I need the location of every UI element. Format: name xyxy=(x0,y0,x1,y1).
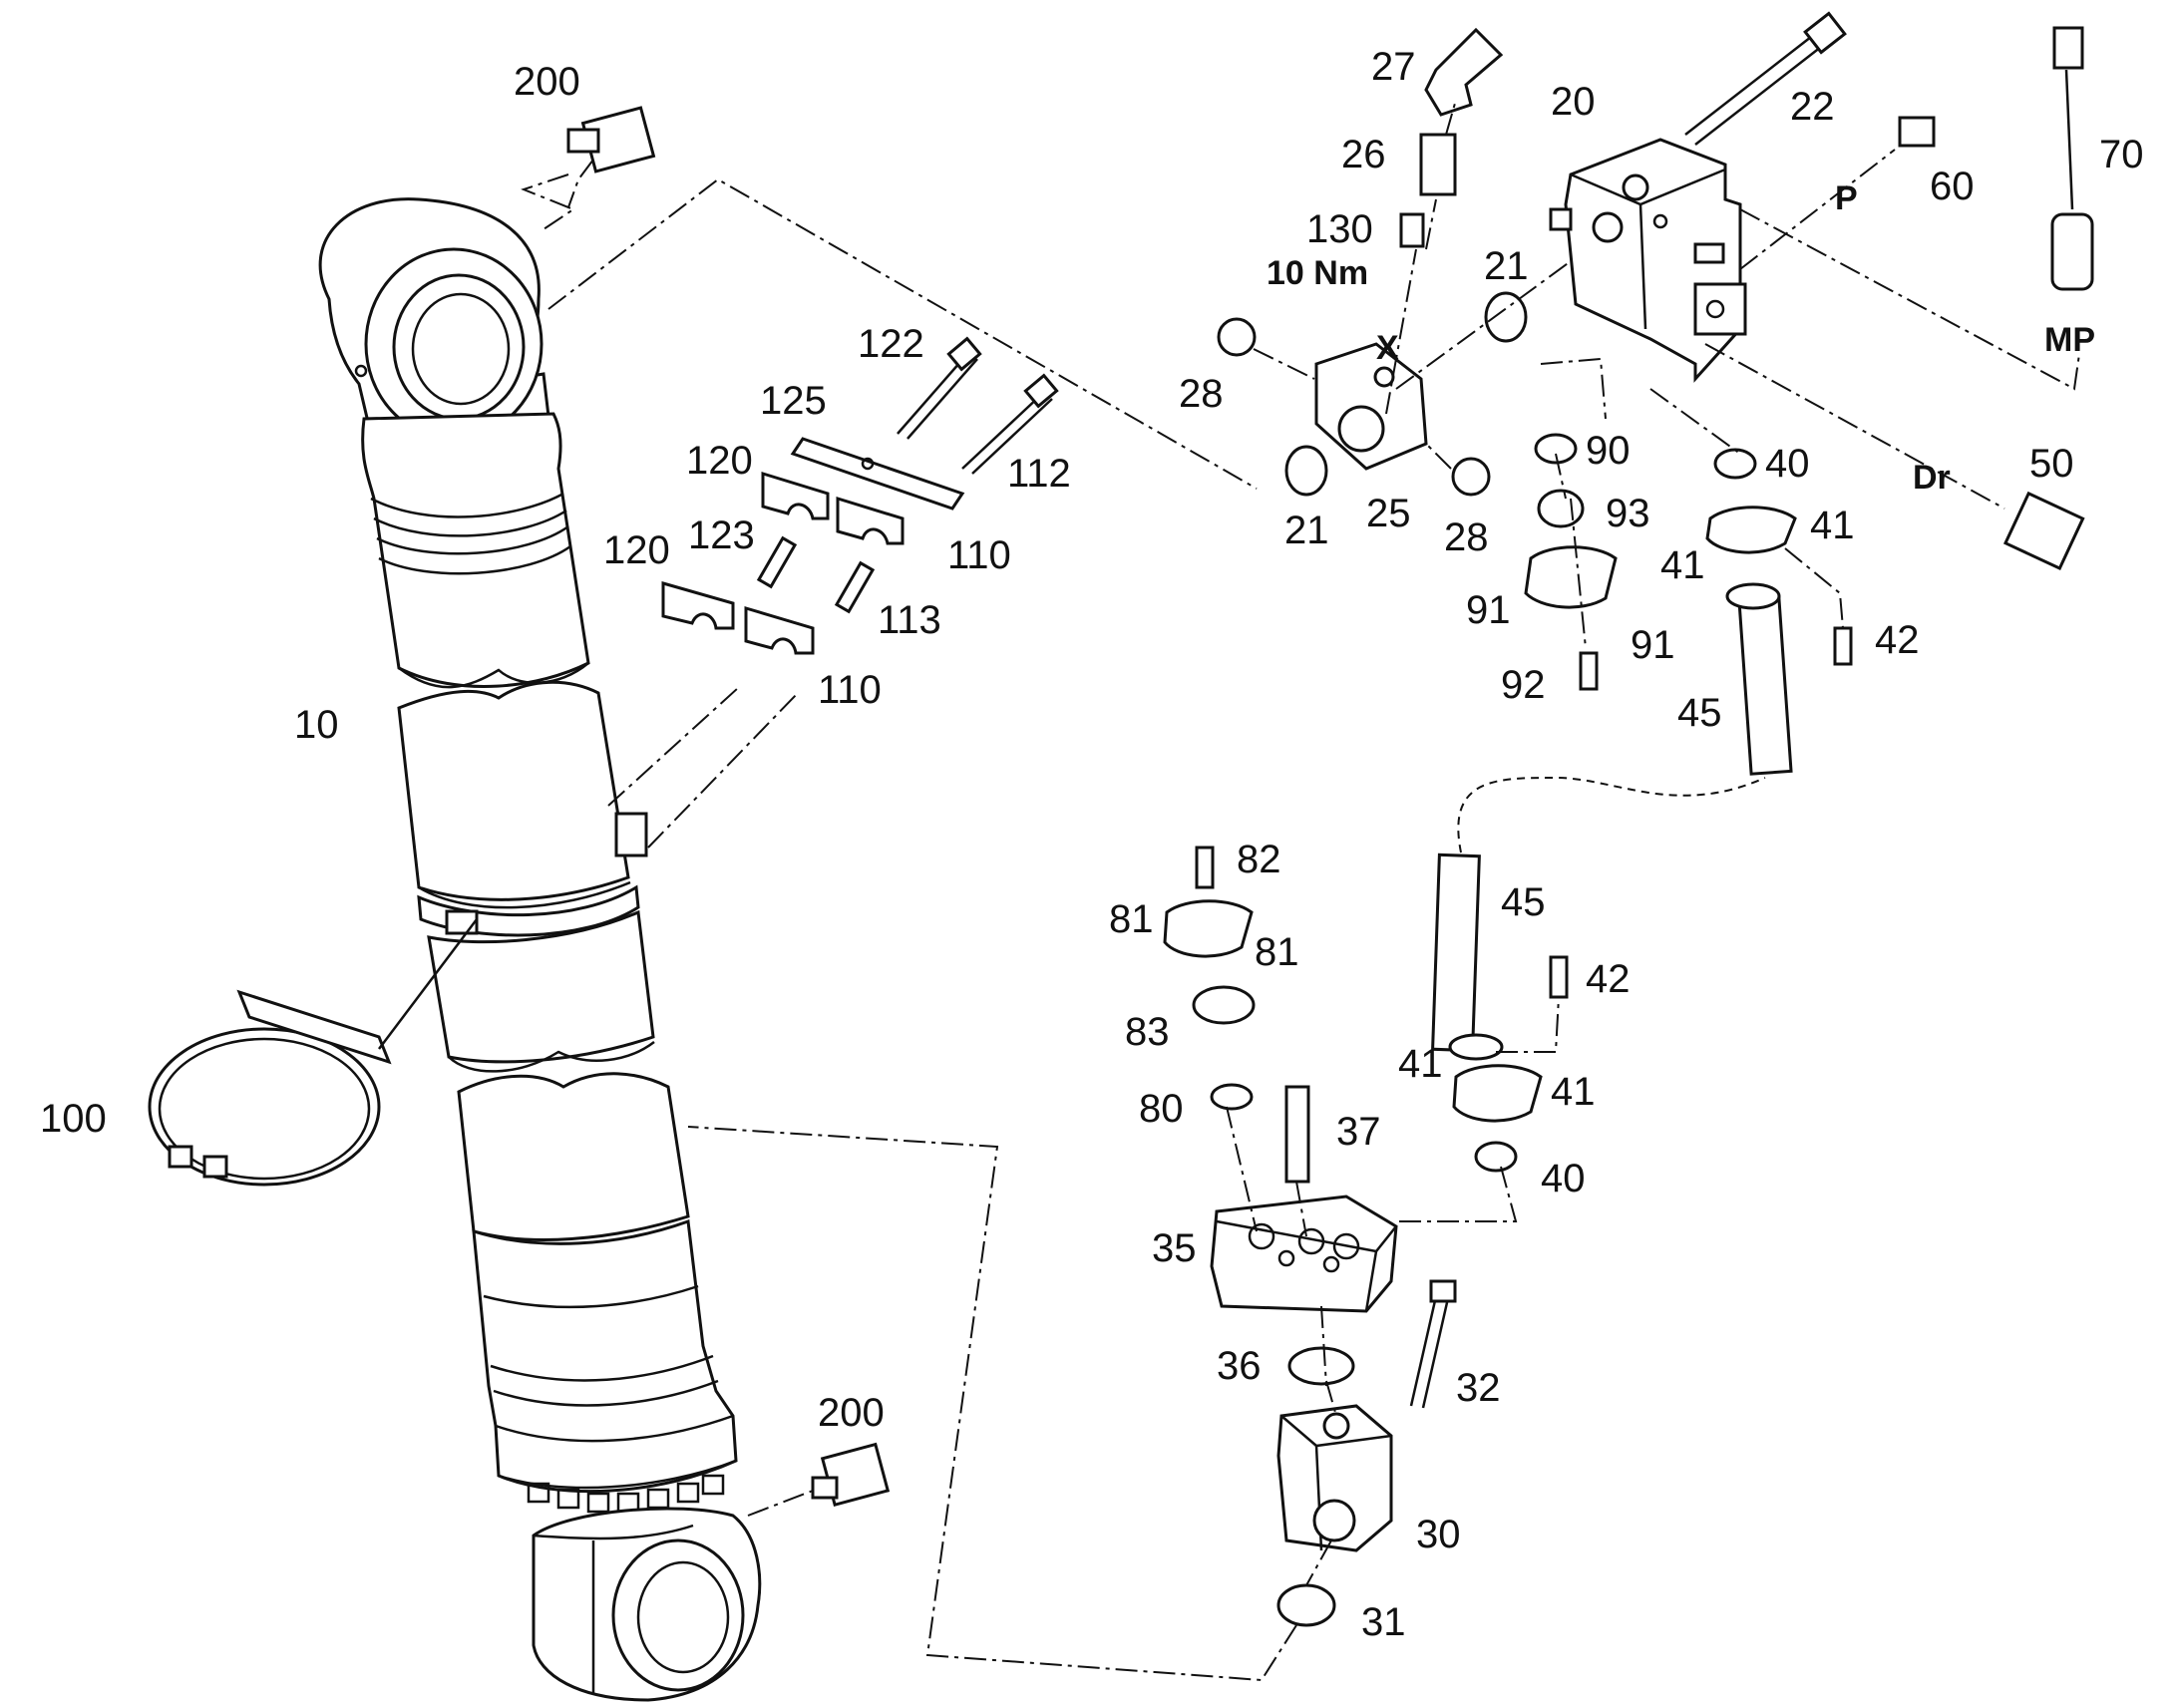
label-40-lower: 40 xyxy=(1541,1157,1586,1200)
label-28-left: 28 xyxy=(1179,372,1224,416)
label-45-lower: 45 xyxy=(1501,880,1546,924)
torque-annotation: 10 Nm xyxy=(1267,254,1368,292)
label-22: 22 xyxy=(1790,85,1835,129)
label-31: 31 xyxy=(1361,1600,1406,1644)
label-110-upper: 110 xyxy=(947,533,1011,577)
bleed-fitting-top xyxy=(566,106,656,173)
label-91-left: 91 xyxy=(1466,588,1511,632)
leader-lines xyxy=(521,99,2080,1682)
label-122: 122 xyxy=(858,322,924,366)
label-113: 113 xyxy=(878,598,941,642)
label-10: 10 xyxy=(294,703,339,747)
label-130: 130 xyxy=(1306,207,1373,251)
port-p: P xyxy=(1835,179,1858,217)
fittings-upper xyxy=(1217,26,2094,571)
label-41-lower-right: 41 xyxy=(1551,1070,1596,1114)
label-81-right: 81 xyxy=(1255,930,1299,974)
label-32: 32 xyxy=(1456,1366,1501,1410)
label-37: 37 xyxy=(1336,1110,1381,1154)
label-41-upper-right: 41 xyxy=(1810,504,1855,547)
label-93: 93 xyxy=(1606,492,1650,535)
label-25: 25 xyxy=(1366,492,1411,535)
band-clamp xyxy=(148,918,478,1187)
label-90: 90 xyxy=(1586,429,1631,473)
bleed-fitting-bottom xyxy=(811,1442,891,1508)
label-91-right: 91 xyxy=(1631,623,1675,667)
label-92: 92 xyxy=(1501,663,1546,707)
label-123: 123 xyxy=(688,513,755,557)
label-42-upper: 42 xyxy=(1875,618,1920,662)
label-40-upper: 40 xyxy=(1765,442,1810,486)
label-200-top: 200 xyxy=(514,60,580,104)
label-112: 112 xyxy=(1007,452,1071,496)
label-110-lower: 110 xyxy=(818,668,882,712)
label-120-upper: 120 xyxy=(686,439,753,483)
label-70: 70 xyxy=(2099,133,2144,176)
label-83: 83 xyxy=(1125,1010,1170,1054)
lower-valve-parts xyxy=(1163,846,1457,1627)
label-81-left: 81 xyxy=(1109,897,1154,941)
label-35: 35 xyxy=(1152,1226,1197,1270)
clamp-assembly xyxy=(661,336,1059,655)
label-120-lower: 120 xyxy=(603,528,670,572)
label-41-upper-left: 41 xyxy=(1660,543,1705,587)
hydraulic-cylinder xyxy=(318,197,762,1702)
port-dr: Dr xyxy=(1913,459,1951,497)
label-42-lower: 42 xyxy=(1586,957,1631,1001)
label-100: 100 xyxy=(40,1097,107,1141)
label-20: 20 xyxy=(1551,80,1596,124)
part-number-labels: 200 10 100 200 122 125 120 112 123 120 1… xyxy=(40,45,2144,1644)
label-36: 36 xyxy=(1217,1344,1262,1388)
label-28-right: 28 xyxy=(1444,515,1489,559)
label-41-lower-left: 41 xyxy=(1398,1042,1443,1086)
label-82: 82 xyxy=(1237,838,1281,881)
label-45-upper: 45 xyxy=(1677,691,1722,735)
label-80: 80 xyxy=(1139,1087,1184,1131)
label-60: 60 xyxy=(1930,165,1975,208)
label-21-upper: 21 xyxy=(1484,244,1529,288)
label-125: 125 xyxy=(760,379,827,423)
port-x: X xyxy=(1376,329,1399,367)
label-50: 50 xyxy=(2029,442,2074,486)
port-mp: MP xyxy=(2044,321,2095,359)
label-30: 30 xyxy=(1416,1513,1461,1556)
label-27: 27 xyxy=(1371,45,1416,89)
valve-block xyxy=(1549,11,1847,383)
flange-parts-upper xyxy=(1431,433,1853,1173)
intermediate-plate xyxy=(1314,342,1428,471)
label-200-bottom: 200 xyxy=(818,1391,885,1435)
label-26: 26 xyxy=(1341,133,1386,176)
label-21-lower: 21 xyxy=(1284,509,1329,552)
